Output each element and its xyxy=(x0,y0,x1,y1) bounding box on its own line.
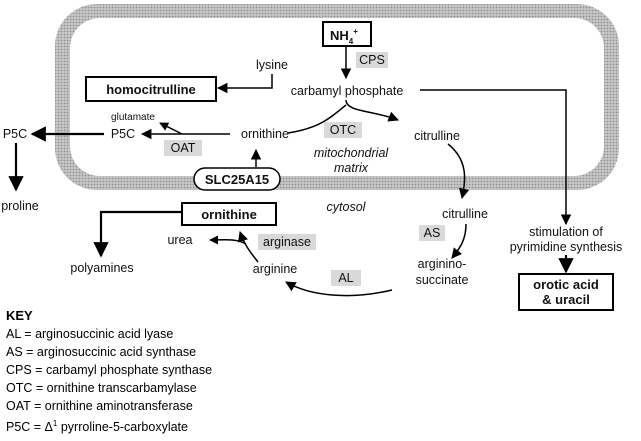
orotic-acid-label-1: orotic acid xyxy=(533,277,599,292)
key-p5c-sup: 1 xyxy=(52,419,58,428)
slc25a15-label: SLC25A15 xyxy=(205,172,269,187)
key-entry-as: AS = arginosuccinic acid synthase xyxy=(6,345,197,359)
slc25a15-box xyxy=(193,167,281,191)
key-title: KEY xyxy=(6,308,33,323)
matrix-label-1: mitochondrial xyxy=(314,146,390,160)
arginine-label: arginine xyxy=(253,262,298,276)
cytosol-label: cytosol xyxy=(327,200,367,214)
arrow-argininosuccinate-to-arginine xyxy=(285,281,393,297)
polyamines-label: polyamines xyxy=(70,261,133,275)
nh4-subscript: 4 xyxy=(349,37,354,46)
ornithine-inner-label: ornithine xyxy=(241,127,289,141)
arrow-lysine-to-homocitrulline xyxy=(216,74,273,94)
key-entry-p5c: P5C = Δ1 pyrroline-5-carboxylate xyxy=(6,415,212,436)
arrow-citrulline-to-argininosuccinate xyxy=(451,223,467,259)
citrulline-inner-label: citrulline xyxy=(414,129,460,143)
ornithine-cytosol-box xyxy=(181,202,277,226)
arrow-arginine-to-ornithine xyxy=(238,231,259,263)
key-p5c-prefix: P5C = Δ xyxy=(6,420,53,435)
p5c-outer-label: P5C xyxy=(3,127,27,141)
arrow-carbamyl-to-citrulline xyxy=(345,99,399,122)
arrow-carbamyl-to-stimulation xyxy=(420,89,572,226)
enzyme-al: AL xyxy=(338,271,353,285)
matrix-label-2: matrix xyxy=(334,161,369,175)
nh4-superscript: + xyxy=(353,27,358,36)
urea-label: urea xyxy=(167,233,192,247)
argininosuccinate-label-1: arginino- xyxy=(418,257,467,271)
homocitrulline-label: homocitrulline xyxy=(106,82,196,97)
key-entry-al: AL = arginosuccinic acid lyase xyxy=(6,327,174,341)
enzyme-otc-box xyxy=(324,122,362,138)
key-p5c-suffix: pyrroline-5-carboxylate xyxy=(57,420,188,435)
arrow-ornithine-to-polyamines xyxy=(93,210,182,258)
enzyme-cps: CPS xyxy=(359,53,385,67)
enzyme-arginase-box xyxy=(258,234,316,250)
orotic-acid-label-2: & uracil xyxy=(542,292,590,307)
nh4-node: NH4+ xyxy=(322,21,372,47)
enzyme-as-box xyxy=(419,225,445,241)
stimulation-label-2: pyrimidine synthesis xyxy=(510,240,623,254)
p5c-inner-label: P5C xyxy=(111,127,135,141)
enzyme-oat-box xyxy=(164,140,202,156)
citrulline-cytosol-label: citrulline xyxy=(442,207,488,221)
lysine-label: lysine xyxy=(256,58,288,72)
homocitrulline-box xyxy=(85,76,217,102)
orotic-acid-box xyxy=(518,273,614,311)
glutamate-label: glutamate xyxy=(111,112,155,123)
enzyme-cps-box xyxy=(356,52,388,68)
enzyme-as: AS xyxy=(424,226,441,240)
key-entry-oat: OAT = ornithine aminotransferase xyxy=(6,399,193,413)
argininosuccinate-label-2: succinate xyxy=(416,273,469,287)
stimulation-label-1: stimulation of xyxy=(529,225,603,239)
enzyme-arginase: arginase xyxy=(263,235,311,249)
ornithine-cytosol-label: ornithine xyxy=(201,207,257,222)
key-legend: KEY AL = arginosuccinic acid lyase AS = … xyxy=(6,307,212,436)
key-entry-cps: CPS = carbamyl phosphate synthase xyxy=(6,363,213,377)
key-entry-otc: OTC = ornithine transcarbamylase xyxy=(6,381,197,395)
proline-label: proline xyxy=(1,199,39,213)
nh4-label: NH4+ xyxy=(330,27,358,46)
enzyme-al-box xyxy=(331,270,361,286)
arrow-ornithine-join xyxy=(287,104,347,134)
carbamyl-phosphate-label: carbamyl phosphate xyxy=(291,84,404,98)
enzyme-oat: OAT xyxy=(171,141,196,155)
nh4-text: NH xyxy=(330,28,349,43)
arrow-to-urea xyxy=(209,235,247,245)
enzyme-otc: OTC xyxy=(330,123,356,137)
arrow-to-glutamate xyxy=(159,122,183,135)
arrow-citrulline-transport xyxy=(447,143,470,200)
